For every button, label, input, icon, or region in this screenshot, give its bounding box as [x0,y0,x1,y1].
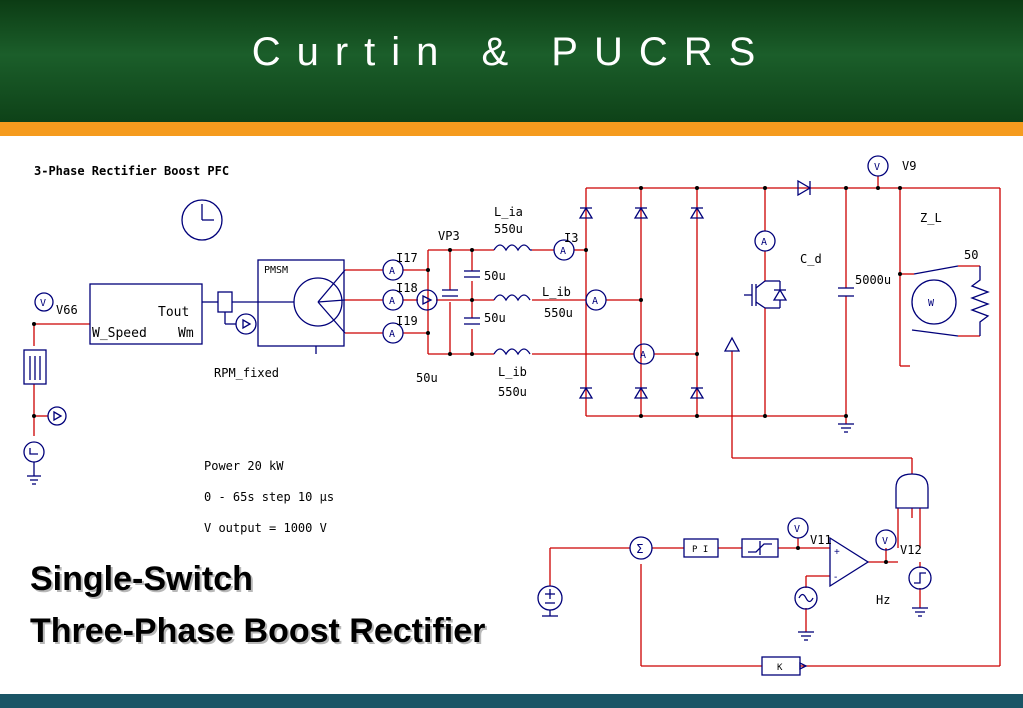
gate-driver [723,336,741,352]
circuit-wires [33,176,1001,667]
clock-icon [181,199,223,241]
label-l-ib-2-value: 550u [498,385,527,399]
voltmeter-v12: V [875,529,897,551]
mechanical-load-block [89,283,258,345]
label-c-d-value: 5000u [855,273,891,287]
voltmeter-v11: V [787,517,809,539]
label-z-l: Z_L [920,211,942,225]
ammeter-b: A [585,289,607,311]
ammeter-switch: A [754,230,776,252]
label-z-l-value: 50 [964,248,978,262]
circuit-schematic: V [0,136,1023,694]
svg-text:V: V [882,536,888,547]
header-accent-stripe [0,122,1023,136]
inductor-l-ia [493,244,532,252]
ground-sine [798,631,814,641]
label-l-ia-value: 550u [494,222,523,236]
label-cap3: 50u [416,371,438,385]
slide-header: Curtin & PUCRS [0,0,1023,122]
svg-text:-: - [834,572,837,583]
label-i19: I19 [396,314,418,328]
svg-text:+: + [834,547,840,558]
label-k: K [777,663,783,673]
boost-diode [797,179,812,197]
label-v9: V9 [902,159,916,173]
ammeter-i17: A [382,259,404,281]
sine-source [794,586,818,610]
diode-bridge [578,206,705,399]
label-l-ib-1-value: 550u [544,306,573,320]
inductor-l-ib-1 [493,294,531,302]
svg-text:W: W [928,298,935,309]
capacitor-c-d [838,287,854,297]
schematic-name: 3-Phase Rectifier Boost PFC [34,164,229,178]
note-power: Power 20 kW [204,459,284,473]
svg-text:V: V [794,524,800,535]
speed-source [23,349,67,485]
label-wm: Wm [178,326,194,341]
slide-footer-bar [0,694,1023,708]
ammeter-i3: A [553,239,575,261]
dc-reference-source [537,585,563,617]
ammeter-i18: A [382,289,404,311]
and-gate [895,473,929,509]
feedback-arrow [799,661,808,671]
label-l-ib-1: L_ib [542,285,571,299]
label-l-ib-2: L_ib [498,365,527,379]
junction-dots [32,186,902,564]
svg-text:V: V [40,298,46,309]
ammeter-c: A [633,343,655,365]
svg-text:A: A [389,296,395,307]
label-v11: V11 [810,533,832,547]
label-i18: I18 [396,281,418,295]
svg-text:A: A [389,266,395,277]
svg-text:A: A [761,237,767,248]
svg-text:Σ: Σ [636,542,644,556]
svg-text:V: V [874,162,880,173]
label-v12: V12 [900,543,922,557]
label-l-ia: L_ia [494,205,523,219]
slide-title: Curtin & PUCRS [251,30,772,74]
voltmeter-v9: V [867,155,889,177]
summing-junction: Σ [629,536,653,560]
label-wspeed: W_Speed [92,326,147,341]
label-tout: Tout [158,305,189,320]
pi-block [683,538,719,558]
comparator: +- [829,536,870,588]
ground-dc [838,423,854,433]
inductor-l-ib-2 [493,348,531,356]
label-c-d: C_d [800,252,822,266]
label-i17: I17 [396,251,418,265]
limiter-block [741,538,779,558]
probe-vp3 [416,289,438,311]
label-pmsm: PMSM [264,265,288,276]
label-hz: Hz [876,593,890,607]
svg-text:A: A [640,350,646,361]
ammeter-i19: A [382,322,404,344]
svg-text:A: A [389,329,395,340]
label-pi: P I [692,545,708,555]
label-vp3: VP3 [438,229,460,243]
svg-text:A: A [560,246,566,257]
voltmeter-v66: V [34,292,54,312]
label-cap1: 50u [484,269,506,283]
svg-text:A: A [592,296,598,307]
label-i3: I3 [564,231,578,245]
label-rpm-fixed: RPM_fixed [214,366,279,380]
caption-line-1: Single-Switch [30,560,253,598]
igbt-switch [744,280,788,309]
step-source [908,566,932,590]
label-cap2: 50u [484,311,506,325]
filter-capacitors [442,270,480,325]
note-vout: V output = 1000 V [204,521,327,535]
pmsm-motor [257,259,346,354]
ground-step [912,607,928,617]
load-z-l: W [911,265,990,337]
label-v66: V66 [56,303,78,317]
caption-line-2: Three-Phase Boost Rectifier [30,612,486,650]
note-time: 0 - 65s step 10 µs [204,490,334,504]
